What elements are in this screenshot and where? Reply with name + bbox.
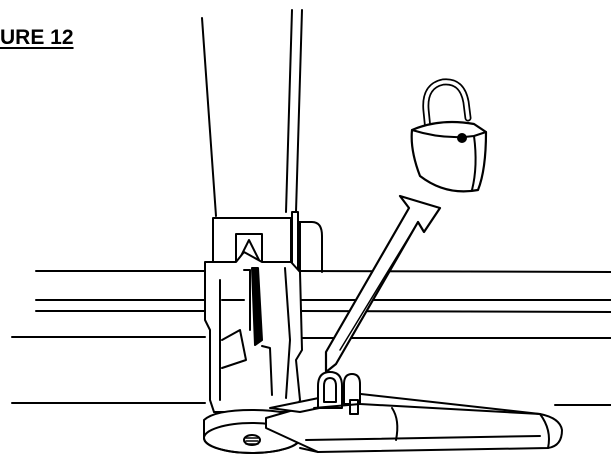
- lock-hasp: [269, 371, 361, 415]
- back-plate: [297, 221, 323, 273]
- support-rods: [201, 9, 303, 217]
- head-body: [204, 251, 303, 417]
- pointer-arrow-icon: [324, 194, 442, 374]
- head-upper-block: [212, 211, 299, 273]
- figure-label: URE 12: [0, 26, 74, 49]
- rail-lines: [11, 270, 611, 406]
- padlock-open-icon: [410, 78, 488, 193]
